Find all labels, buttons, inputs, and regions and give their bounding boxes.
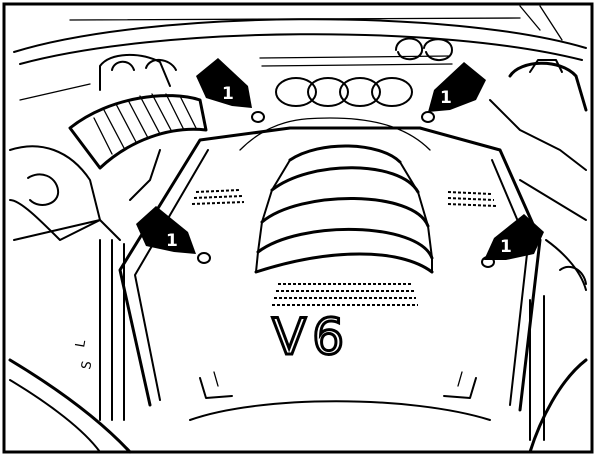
left-side-parts bbox=[8, 145, 161, 454]
bulkhead-lines bbox=[13, 5, 587, 65]
callout-number: 1 bbox=[500, 237, 512, 257]
callout-arrow bbox=[136, 206, 196, 254]
side-text-1: L bbox=[73, 338, 89, 348]
frame-border bbox=[2, 2, 594, 454]
callout-mid-right: 1 bbox=[484, 214, 544, 260]
top-component bbox=[259, 37, 453, 67]
callout-top-left: 1 bbox=[196, 58, 252, 108]
cover-grille bbox=[191, 189, 497, 306]
intake-bellows bbox=[254, 144, 434, 274]
callout-number: 1 bbox=[166, 231, 178, 251]
side-text-2: S bbox=[79, 360, 95, 371]
callout-arrow bbox=[428, 62, 486, 112]
callout-arrow bbox=[484, 214, 544, 260]
cover-brackets bbox=[199, 371, 477, 399]
callout-arrow bbox=[196, 58, 252, 108]
upper-left-component bbox=[19, 53, 177, 101]
engine-cover bbox=[118, 117, 542, 421]
intake-hose bbox=[68, 93, 208, 170]
mount-holes bbox=[197, 111, 495, 268]
callout-number: 1 bbox=[222, 84, 234, 104]
callout-top-right: 1 bbox=[428, 62, 486, 112]
engine-label: V6 bbox=[272, 308, 350, 366]
callout-mid-left: 1 bbox=[136, 206, 196, 254]
right-side-parts bbox=[489, 59, 588, 454]
audi-rings-logo bbox=[275, 77, 413, 107]
callout-number: 1 bbox=[440, 88, 452, 108]
